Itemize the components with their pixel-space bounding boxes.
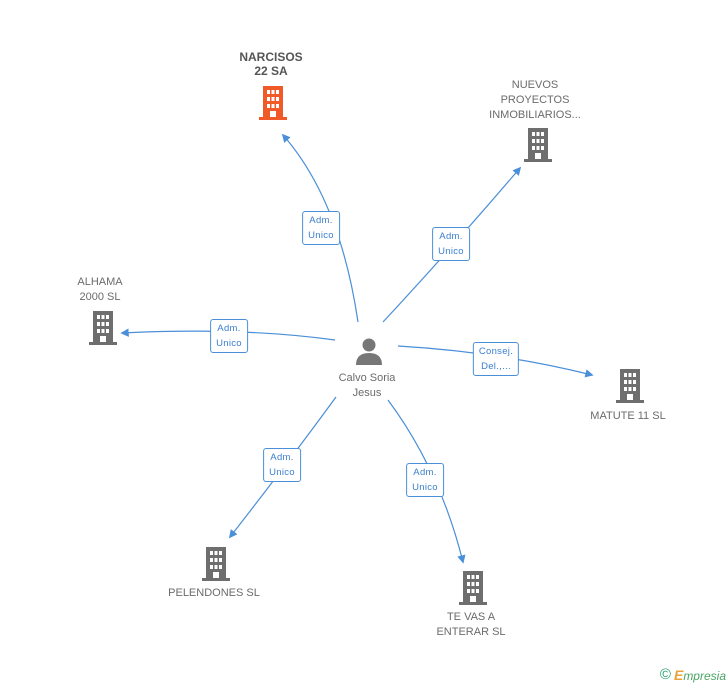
company-name-nuevos[interactable]: NUEVOS PROYECTOS INMOBILIARIOS... (489, 79, 581, 121)
role-label-matute[interactable]: Consej. Del.,... (472, 342, 520, 376)
brand-name: mpresia (683, 668, 726, 683)
role-label-pelendones[interactable]: Adm. Unico (263, 448, 301, 482)
role-label-tevas[interactable]: Adm. Unico (406, 463, 444, 497)
building-icon-pelendones[interactable] (201, 547, 231, 581)
role-label-narcisos[interactable]: Adm. Unico (302, 211, 340, 245)
center-person-name[interactable]: Calvo Soria Jesus (338, 372, 396, 399)
building-icon-alhama[interactable] (88, 311, 118, 345)
copyright-icon: © (659, 666, 671, 683)
company-name-narcisos[interactable]: NARCISOS 22 SA (239, 50, 303, 78)
brand-logo: © Empresia (660, 666, 726, 683)
role-label-alhama[interactable]: Adm. Unico (210, 319, 248, 353)
role-label-nuevos[interactable]: Adm. Unico (432, 227, 470, 261)
company-name-matute[interactable]: MATUTE 11 SL (590, 410, 666, 422)
building-icon-matute[interactable] (615, 369, 645, 403)
company-name-pelendones[interactable]: PELENDONES SL (168, 587, 260, 599)
brand-initial: E (673, 666, 684, 683)
person-icon[interactable] (354, 336, 384, 366)
building-icon-narcisos[interactable] (258, 86, 288, 120)
building-icon-nuevos[interactable] (523, 128, 553, 162)
building-icon-tevas[interactable] (458, 571, 488, 605)
company-name-tevas[interactable]: TE VAS A ENTERAR SL (436, 611, 506, 638)
company-name-alhama[interactable]: ALHAMA 2000 SL (77, 276, 123, 303)
